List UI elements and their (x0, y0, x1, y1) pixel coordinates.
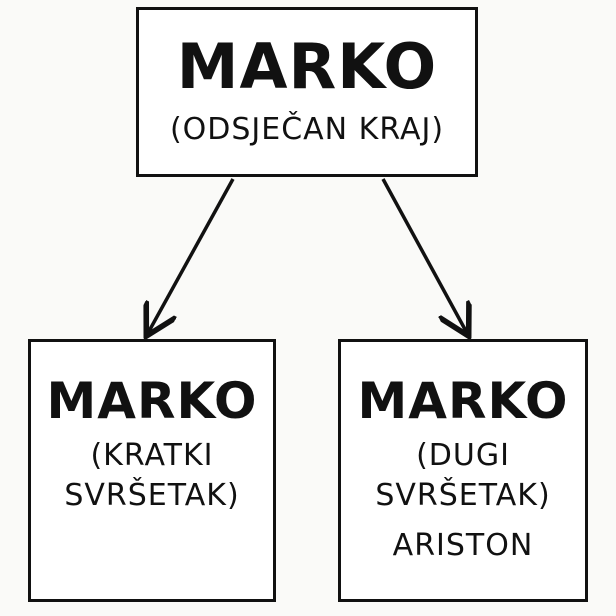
right-node-extra: ARISTON (392, 528, 534, 563)
arrow-root-to-left (148, 178, 235, 333)
left-node-title: MARKO (46, 372, 258, 430)
right-node: MARKO (DUGI SVRŠETAK) ARISTON (338, 339, 588, 602)
right-node-subtitle: (DUGI SVRŠETAK) (375, 438, 551, 513)
root-node: MARKO (ODSJEČAN KRAJ) (136, 7, 478, 177)
left-node-subtitle: (KRATKI SVRŠETAK) (64, 438, 240, 513)
left-node: MARKO (KRATKI SVRŠETAK) (28, 339, 276, 602)
arrow-root-to-right (381, 178, 467, 333)
root-node-title: MARKO (176, 30, 438, 103)
right-node-title: MARKO (357, 372, 569, 430)
root-node-subtitle: (ODSJEČAN KRAJ) (169, 112, 445, 147)
